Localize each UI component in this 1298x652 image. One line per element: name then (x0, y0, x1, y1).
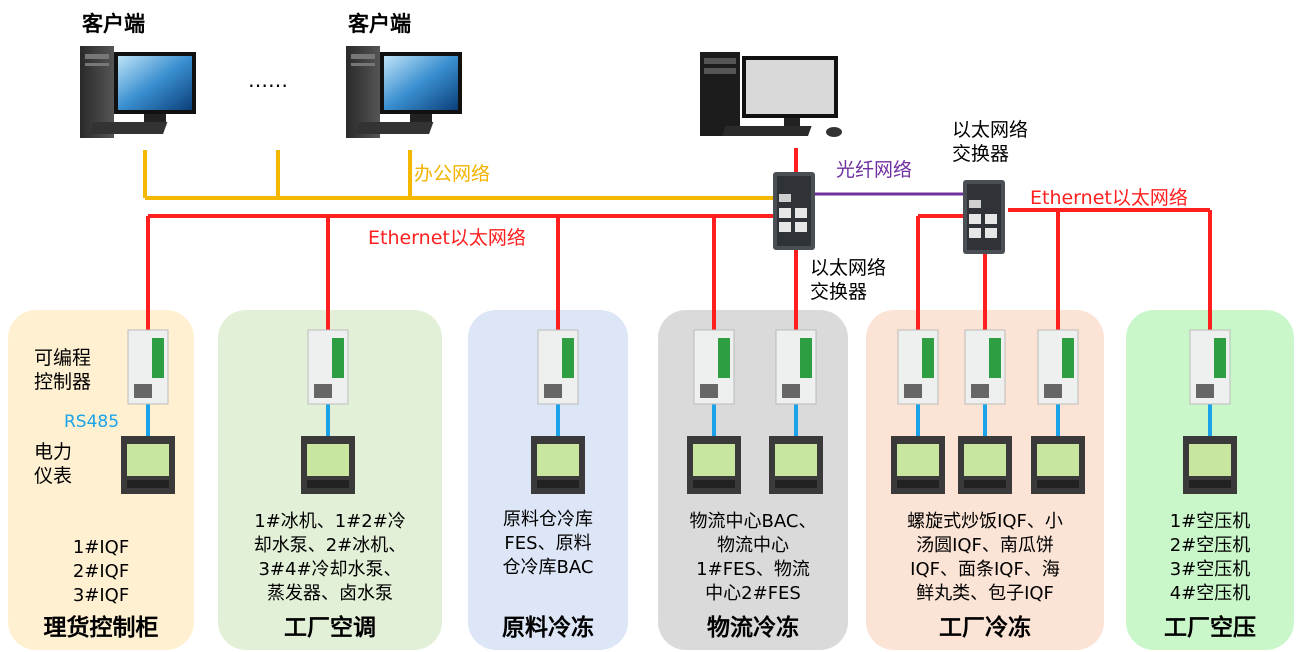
power-meter-icon (531, 436, 585, 494)
ethernet-switch-icon (963, 180, 1005, 254)
zone-desc: 1#冰机、1#2#冷 却水泵、2#冰机、 3#4#冷却水泵、 蒸发器、卤水泵 (253, 511, 407, 604)
plc-legend-label: 可编程 控制器 (34, 347, 92, 393)
ellipsis: …… (248, 68, 288, 92)
zone-title: 工厂空调 (284, 615, 376, 641)
zone-desc: 螺旋式炒饭IQF、小 汤圆IQF、南瓜饼 IQF、面条IQF、海 鲜丸类、包子I… (907, 511, 1063, 604)
ethernet-network-label: Ethernet以太网络 (1030, 187, 1188, 209)
zone-title: 理货控制柜 (43, 615, 159, 641)
office-network-lines (143, 150, 792, 200)
meter-group (121, 436, 1237, 494)
ethernet-lines (146, 148, 1212, 330)
rs485-label: RS485 (64, 412, 120, 432)
meter-legend-label: 电力 仪表 (34, 441, 73, 487)
plc-icon (1037, 329, 1079, 405)
zone-title: 物流冷冻 (707, 615, 799, 641)
switch-label: 以太网络 交换器 (952, 119, 1029, 165)
zone-title: 工厂空压 (1164, 615, 1256, 641)
plc-group (127, 329, 1231, 405)
zone-desc: 物流中心BAC、 物流中心 1#FES、物流 中心2#FES (689, 511, 817, 604)
rs485-lines (146, 404, 1212, 436)
zone-desc: 1#空压机 2#空压机 3#空压机 4#空压机 (1169, 511, 1251, 604)
power-meter-icon (1031, 436, 1085, 494)
plc-icon (127, 329, 169, 405)
client-label: 客户端 (82, 12, 145, 36)
switch-label: 以太网络 交换器 (810, 257, 887, 303)
ethernet-network-label: Ethernet以太网络 (368, 227, 526, 249)
power-meter-icon (1183, 436, 1237, 494)
power-meter-icon (687, 436, 741, 494)
ethernet-switch-icon (773, 172, 815, 250)
plc-icon (964, 329, 1006, 405)
zone-title: 原料冷冻 (502, 615, 594, 641)
plc-icon (897, 329, 939, 405)
client-computer-icon (346, 46, 462, 138)
fiber-network-label: 光纤网络 (836, 159, 913, 181)
client-label: 客户端 (348, 12, 411, 36)
plc-icon (775, 329, 817, 405)
power-meter-icon (891, 436, 945, 494)
plc-icon (1189, 329, 1231, 405)
zone-title: 工厂冷冻 (939, 615, 1031, 641)
zone-desc: 原料仓冷库 FES、原料 仓冷库BAC (502, 509, 594, 578)
zone-desc: 1#IQF 2#IQF 3#IQF (72, 537, 130, 606)
plc-icon (307, 329, 349, 405)
power-meter-icon (121, 436, 175, 494)
server-computer-icon (700, 52, 842, 137)
power-meter-icon (769, 436, 823, 494)
plc-icon (693, 329, 735, 405)
power-meter-icon (958, 436, 1012, 494)
power-meter-icon (301, 436, 355, 494)
plc-icon (537, 329, 579, 405)
client-computer-icon (80, 46, 196, 138)
office-network-label: 办公网络 (414, 163, 491, 185)
